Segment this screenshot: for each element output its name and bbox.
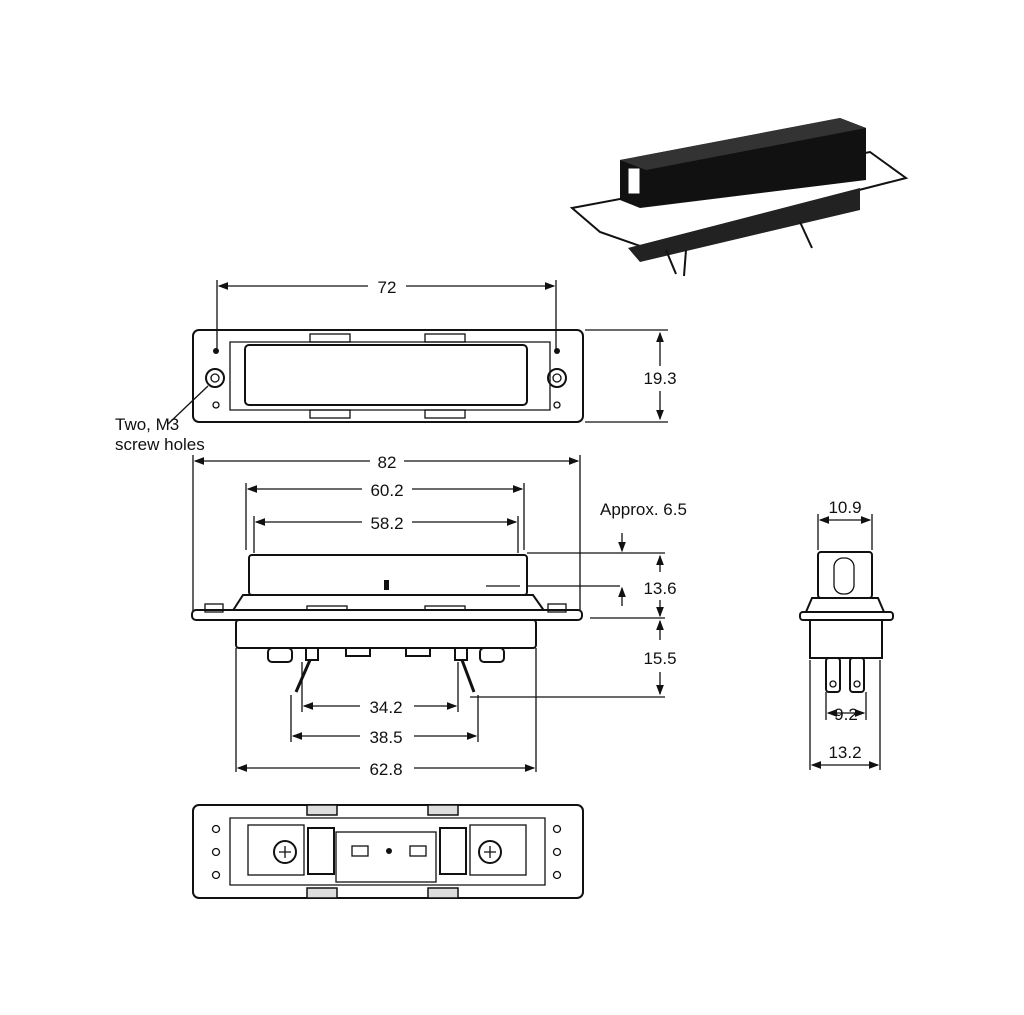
isometric-connector-illustration [569,118,909,277]
dim-15-5: 15.5 [643,649,676,668]
top-view: 72 19.3 Two, M3 screw holes [115,278,677,454]
screw-hole-right [547,368,567,388]
screw-hole-note-1: Two, M3 [115,415,179,434]
bottom-view [192,804,584,899]
dim-13-2: 13.2 [828,743,861,762]
front-view: 82 60.2 58.2 Approx. 6.5 13.6 15.5 34.2 … [192,453,687,779]
dim-approx-6-5: Approx. 6.5 [600,500,687,519]
dim-13-6: 13.6 [643,579,676,598]
screw-hole-left [205,368,225,388]
dim-9-2: 9.2 [834,705,858,724]
dim-38-5: 38.5 [369,728,402,747]
dim-82: 82 [378,453,397,472]
side-view: 10.9 9.2 13.2 [799,498,894,770]
dim-60-2: 60.2 [370,481,403,500]
dim-58-2: 58.2 [370,514,403,533]
dim-19-3: 19.3 [643,369,676,388]
dim-72: 72 [378,278,397,297]
dim-10-9: 10.9 [828,498,861,517]
dim-34-2: 34.2 [369,698,402,717]
dim-62-8: 62.8 [369,760,402,779]
screw-hole-note-2: screw holes [115,435,205,454]
